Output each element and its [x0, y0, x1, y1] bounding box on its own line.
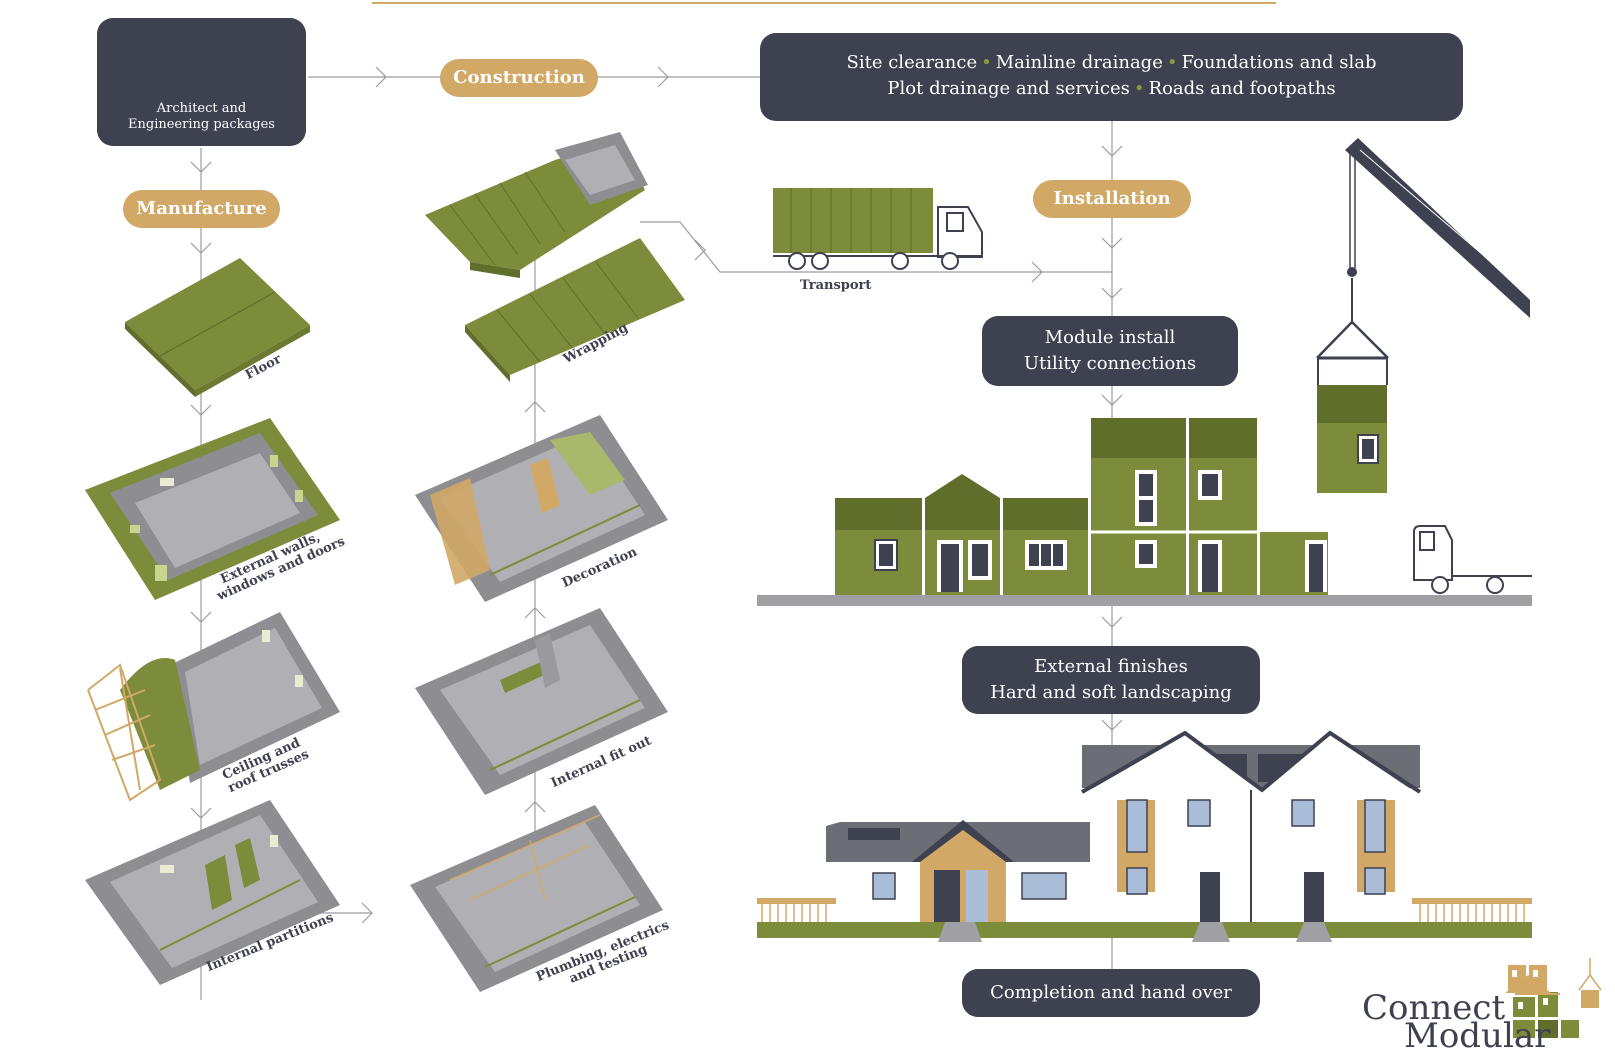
site-works-line-1: Site clearance•Mainline drainage•Foundat… — [760, 50, 1463, 76]
external-walls-module — [85, 418, 340, 600]
transport-label: Transport — [800, 278, 871, 293]
installation-label: Installation — [1053, 188, 1170, 209]
transport-truck — [773, 188, 982, 269]
ceiling-trusses-module — [88, 612, 340, 800]
external-finishes-line-2: Hard and soft landscaping — [962, 680, 1260, 706]
manufacture-pill: Manufacture — [123, 190, 280, 228]
module-install-line-2: Utility connections — [982, 351, 1238, 377]
floor-panel — [125, 258, 310, 397]
module-install-box: Module install Utility connections — [982, 316, 1238, 386]
site-works-box: Site clearance•Mainline drainage•Foundat… — [760, 33, 1463, 121]
completed-houses — [757, 733, 1532, 942]
internal-fit-out-module — [415, 608, 668, 795]
decoration-module — [415, 415, 668, 602]
external-finishes-box: External finishes Hard and soft landscap… — [962, 646, 1260, 714]
architect-line-2: Engineering packages — [97, 117, 306, 133]
installed-modules — [757, 418, 1532, 606]
site-clearance: Site clearance — [847, 52, 978, 73]
architect-engineering-box: Architect and Engineering packages — [97, 18, 306, 146]
site-works-line-2: Plot drainage and services•Roads and foo… — [760, 76, 1463, 102]
external-finishes-line-1: External finishes — [962, 654, 1260, 680]
construction-label: Construction — [453, 67, 585, 88]
manufacture-label: Manufacture — [136, 198, 266, 219]
construction-pill: Construction — [440, 59, 598, 97]
module-install-line-1: Module install — [982, 325, 1238, 351]
separator-dot: • — [1163, 52, 1182, 73]
architect-line-1: Architect and — [97, 101, 306, 117]
separator-dot: • — [977, 52, 996, 73]
installation-pill: Installation — [1033, 180, 1191, 218]
crane — [1317, 138, 1530, 493]
logo-text-modular: Modular — [1404, 1018, 1550, 1054]
completion-box: Completion and hand over — [962, 969, 1260, 1017]
plot-drainage: Plot drainage and services — [887, 78, 1129, 99]
roads-and-footpaths: Roads and footpaths — [1149, 78, 1336, 99]
foundations-and-slab: Foundations and slab — [1181, 52, 1376, 73]
separator-dot: • — [1130, 78, 1149, 99]
mainline-drainage: Mainline drainage — [996, 52, 1163, 73]
completion-label: Completion and hand over — [990, 982, 1232, 1003]
